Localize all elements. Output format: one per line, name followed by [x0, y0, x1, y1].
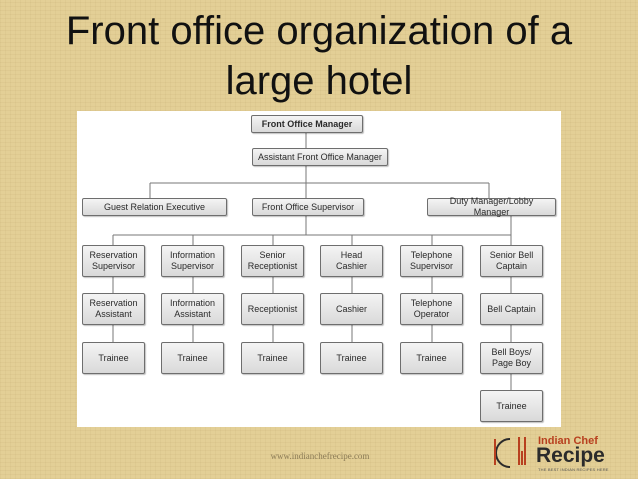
- box-bell-captain: Bell Captain: [480, 293, 543, 325]
- chef-utensils-icon: [494, 437, 526, 468]
- slide-title: Front office organization of a large hot…: [0, 6, 638, 106]
- slide-title-line-1: Front office organization of a: [65, 9, 573, 53]
- box-trainee: Trainee: [82, 342, 145, 374]
- box-front-office-supervisor: Front Office Supervisor: [252, 198, 364, 216]
- box-telephone-supervisor: Telephone Supervisor: [400, 245, 463, 277]
- box-assistant-front-office-manager: Assistant Front Office Manager: [252, 148, 388, 166]
- box-head-cashier: Head Cashier: [320, 245, 383, 277]
- box-trainee: Trainee: [320, 342, 383, 374]
- box-receptionist: Receptionist: [241, 293, 304, 325]
- box-trainee: Trainee: [241, 342, 304, 374]
- box-duty-lobby-manager: Duty Manager/Lobby Manager: [427, 196, 556, 217]
- box-front-office-manager: Front Office Manager: [251, 115, 363, 133]
- box-trainee: Trainee: [161, 342, 224, 374]
- box-reservation-assistant: Reservation Assistant: [82, 293, 145, 325]
- footer-url: www.indianchefrecipe.com: [270, 451, 370, 461]
- box-bell-boys-page-boy: Bell Boys/ Page Boy: [480, 342, 543, 374]
- logo-text-line-2: Recipe: [536, 444, 605, 467]
- box-senior-receptionist: Senior Receptionist: [241, 245, 304, 277]
- logo-tagline: THE BEST INDIAN RECIPES HERE: [538, 467, 609, 472]
- box-trainee: Trainee: [400, 342, 463, 374]
- box-information-supervisor: Information Supervisor: [161, 245, 224, 277]
- slide-title-line-2: large hotel: [225, 59, 413, 103]
- box-senior-bell-captain: Senior Bell Captain: [480, 245, 543, 277]
- box-guest-relation-executive: Guest Relation Executive: [82, 198, 227, 216]
- logo-text-line-1: Indian Chef: [538, 435, 598, 447]
- box-cashier: Cashier: [320, 293, 383, 325]
- box-information-assistant: Information Assistant: [161, 293, 224, 325]
- box-telephone-operator: Telephone Operator: [400, 293, 463, 325]
- box-reservation-supervisor: Reservation Supervisor: [82, 245, 145, 277]
- box-trainee: Trainee: [480, 390, 543, 422]
- org-chart-panel: Front Office Manager Assistant Front Off…: [77, 111, 561, 427]
- connector-lines: [112, 133, 512, 390]
- logo: Indian Chef Recipe THE BEST INDIAN RECIP…: [488, 433, 628, 473]
